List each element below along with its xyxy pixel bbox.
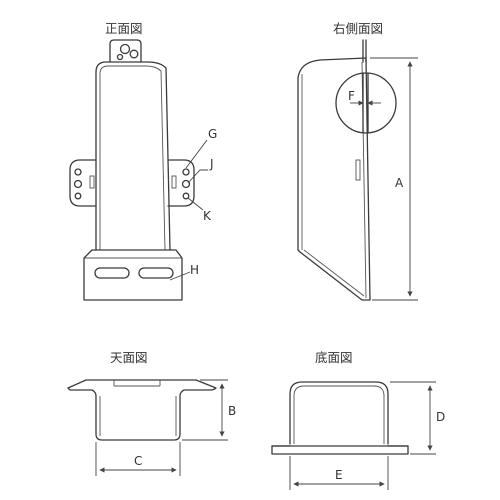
- front-ear-left: [69, 159, 97, 207]
- front-body: [95, 61, 171, 251]
- front-top-hole-left: [119, 43, 131, 55]
- label-g: G: [208, 127, 217, 141]
- front-ear-left-hole-2: [73, 179, 83, 189]
- bottom-body-inner: [293, 385, 385, 444]
- front-top-hole-small: [116, 53, 124, 61]
- front-ear-right: [167, 159, 195, 207]
- side-body: [297, 57, 371, 301]
- leader-h: [169, 271, 191, 281]
- front-ear-right-hole-2: [181, 179, 191, 189]
- label-a: A: [395, 176, 404, 190]
- label-c: C: [134, 454, 142, 468]
- front-slot-right: [138, 267, 174, 279]
- top-view: 天面図 B C: [67, 350, 236, 476]
- label-k: K: [203, 209, 212, 223]
- bottom-body: [289, 381, 389, 445]
- leader-j: [187, 169, 208, 184]
- front-view: 正面図 G J K H: [69, 21, 217, 301]
- top-view-title: 天面図: [110, 350, 148, 365]
- label-d: D: [436, 410, 445, 424]
- side-detail-circle: [335, 72, 397, 134]
- label-f: F: [348, 89, 355, 103]
- front-slot-left: [94, 267, 130, 279]
- side-slit: [355, 159, 361, 181]
- front-ear-right-hole-1: [182, 168, 190, 176]
- front-body-inner: [99, 65, 166, 251]
- bottom-view: 底面図 D E: [271, 350, 445, 490]
- bottom-view-title: 底面図: [315, 350, 353, 365]
- front-top-hole-right: [129, 49, 139, 59]
- front-top-tab: [109, 39, 142, 63]
- front-lower-box: [83, 249, 183, 301]
- front-ear-right-slit: [171, 175, 177, 189]
- front-ear-left-slit: [89, 175, 95, 189]
- label-b: B: [228, 404, 236, 418]
- side-view: 右側面図 F A: [297, 21, 418, 301]
- side-body-bevel: [303, 249, 365, 297]
- label-e: E: [335, 468, 343, 482]
- front-view-title: 正面図: [105, 21, 143, 36]
- label-j: J: [209, 157, 214, 171]
- top-body: [67, 379, 217, 441]
- leader-g: [185, 139, 208, 169]
- side-view-title: 右側面図: [333, 21, 383, 36]
- bottom-flange: [271, 445, 409, 455]
- label-h: H: [190, 263, 199, 277]
- leader-k: [187, 197, 204, 211]
- front-ear-left-hole-1: [74, 168, 82, 176]
- front-ear-left-hole-3: [74, 192, 82, 200]
- front-ear-right-hole-3: [182, 192, 190, 200]
